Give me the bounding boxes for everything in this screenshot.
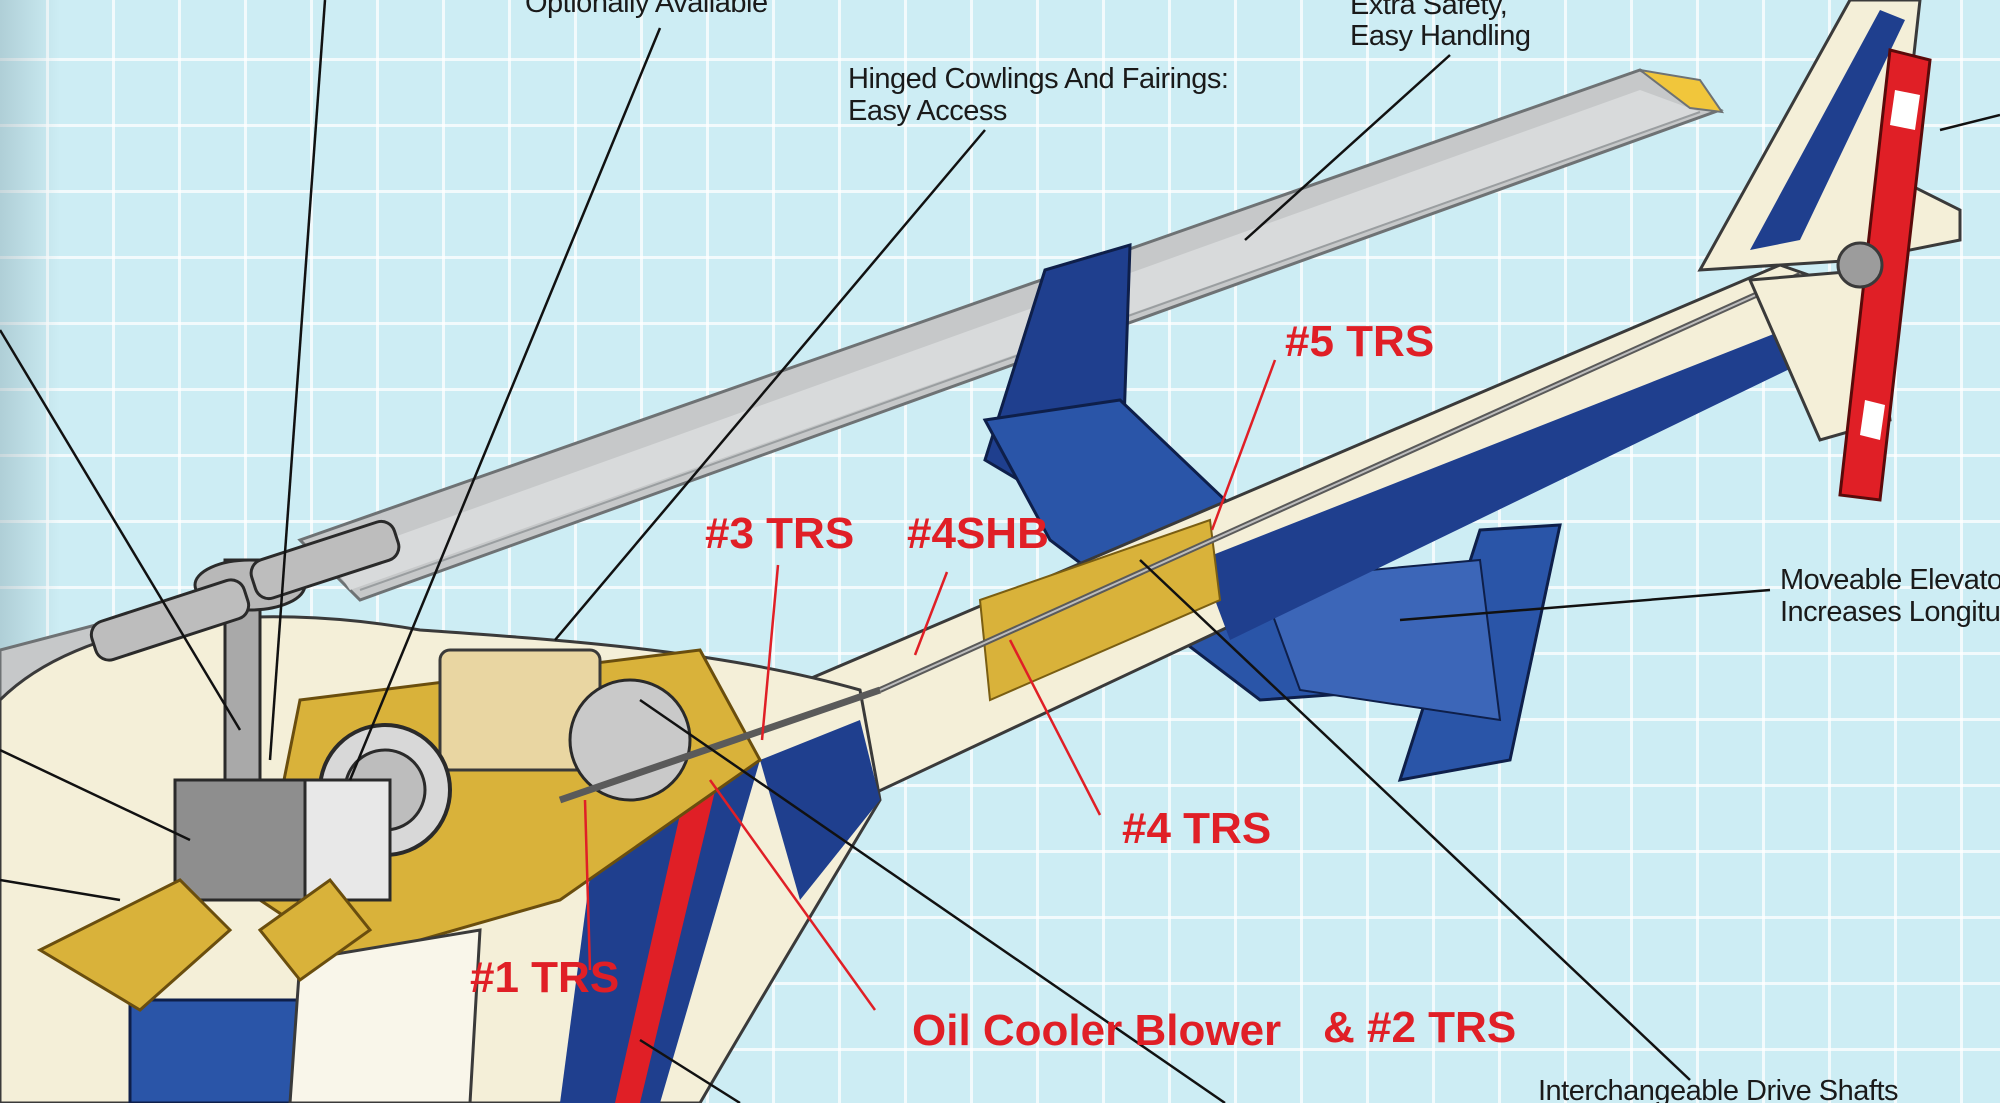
label-trs-1: #1 TRS: [470, 953, 620, 1002]
callout-extra-safety-line1: Extra Safety,: [1350, 0, 1508, 21]
callout-moveable-elevator-line1: Moveable Elevator: [1780, 564, 2000, 596]
label-trs-5: #5 TRS: [1285, 317, 1435, 366]
label-trs-4: #4 TRS: [1122, 804, 1272, 853]
callout-interchangeable-drive-shafts: Interchangeable Drive Shafts: [1538, 1075, 1899, 1103]
label-trs-3: #3 TRS: [705, 509, 855, 558]
callout-moveable-elevator-line2: Increases Longitu: [1780, 596, 2000, 628]
fuselage: [0, 615, 882, 1103]
callout-optionally-available: Optionally Available: [525, 0, 768, 19]
callout-hinged-cowlings-line1: Hinged Cowlings And Fairings:: [848, 63, 1229, 95]
tail-boom: [757, 263, 1883, 802]
callout-hinged-cowlings-line2: Easy Access: [848, 95, 1007, 127]
tail-fin: [1697, 0, 1962, 502]
label-shb-4: #4SHB: [907, 509, 1049, 558]
label-oil-cooler-blower: Oil Cooler Blower: [912, 1006, 1282, 1055]
label-trs-2: & #2 TRS: [1323, 1003, 1517, 1052]
rotor-hub: [36, 519, 401, 1012]
red-leader-lines: [583, 359, 1277, 1011]
callout-extra-safety-line2: Easy Handling: [1350, 20, 1531, 52]
